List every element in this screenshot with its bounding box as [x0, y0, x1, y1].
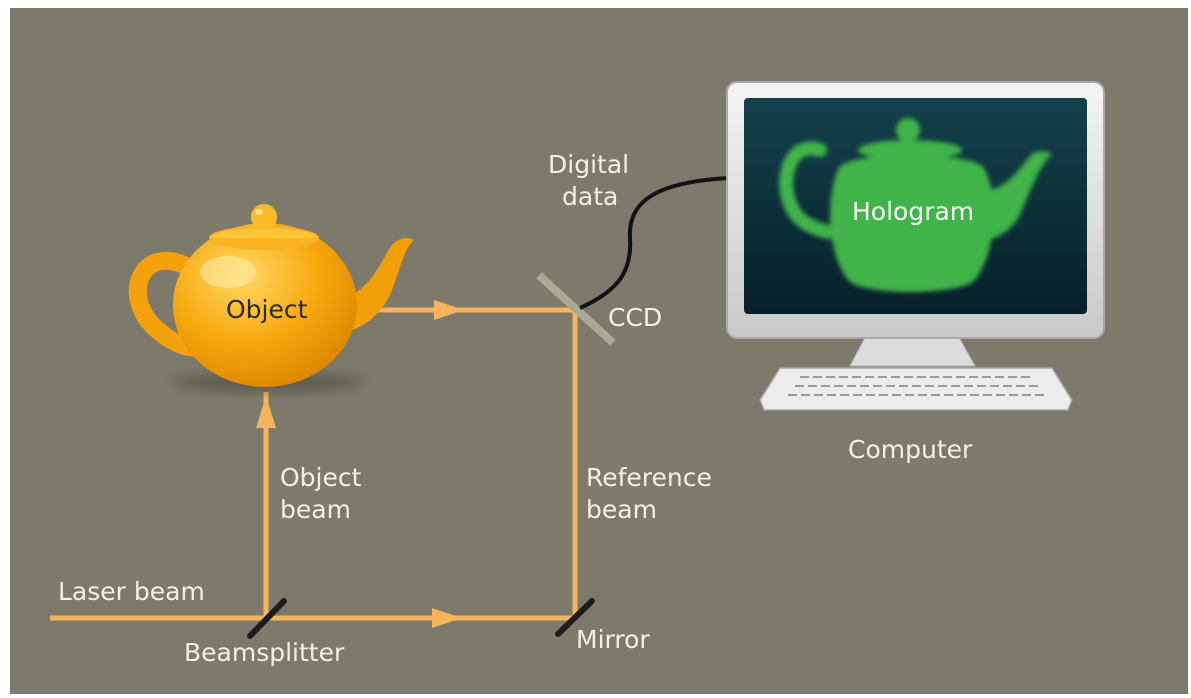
hologram-label: Hologram: [852, 197, 974, 226]
arrow-to-ccd: [434, 300, 464, 320]
reference-beam-label-line1: Reference: [586, 463, 712, 492]
mirror-label: Mirror: [576, 625, 650, 654]
mirror-plate: [555, 598, 595, 637]
teapot-object: [128, 204, 414, 392]
reference-beam-label-line2: beam: [586, 495, 657, 524]
keyboard-keys: [788, 376, 1046, 396]
arrow-laser: [432, 608, 462, 628]
object-beam-label-line2: beam: [280, 495, 351, 524]
arrow-object-beam: [256, 396, 276, 428]
laser-beam-label: Laser beam: [58, 577, 205, 606]
object-beam-label-line1: Object: [280, 463, 362, 492]
ccd-plate: [536, 272, 616, 346]
keyboard: [759, 367, 1073, 411]
digital-data-label-line2: data: [562, 182, 618, 211]
object-label: Object: [226, 295, 308, 324]
data-cable: [579, 176, 731, 310]
digital-data-label-line1: Digital: [548, 150, 629, 179]
hologram-image: [779, 118, 1052, 292]
beam-arrows: [256, 300, 464, 628]
beam-paths: [50, 307, 578, 621]
beamsplitter-label: Beamsplitter: [184, 638, 345, 667]
computer-label: Computer: [848, 435, 973, 464]
ccd-label: CCD: [608, 303, 662, 332]
beamsplitter-plate: [247, 598, 287, 639]
